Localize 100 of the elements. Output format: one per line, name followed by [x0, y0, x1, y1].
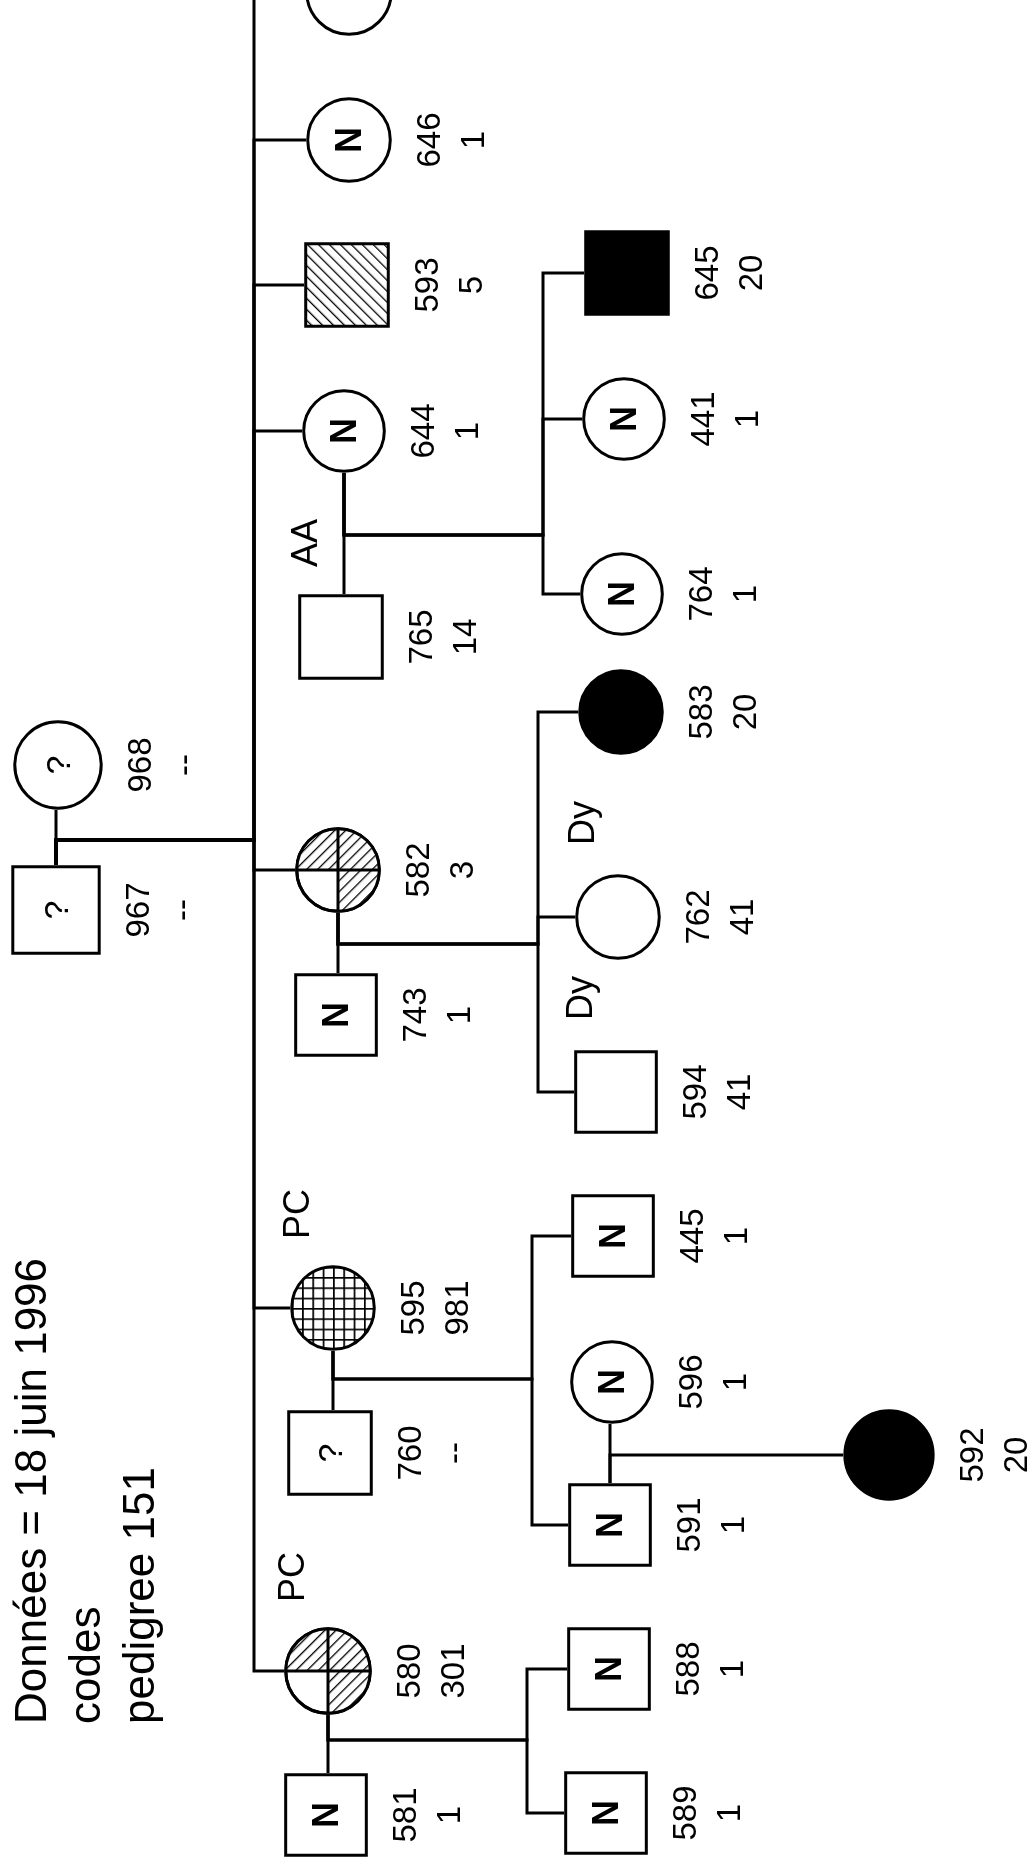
pedigree-line	[326, 1715, 564, 1815]
code-number: 1	[714, 1659, 748, 1679]
id-number: 645	[689, 245, 723, 301]
id-number: 593	[409, 257, 443, 313]
id-number: 591	[671, 1497, 705, 1553]
id-number: 583	[683, 684, 717, 740]
id-number: 644	[405, 403, 439, 459]
individual-square	[294, 973, 378, 1057]
individual-circle	[295, 827, 381, 913]
code-number: 1	[715, 1515, 749, 1535]
id-number: 596	[673, 1354, 707, 1410]
id-number: 580	[391, 1643, 425, 1699]
code-number: --	[164, 899, 198, 921]
status-letter: N	[604, 581, 640, 607]
status-letter: N	[594, 1369, 630, 1395]
status-letter: N	[591, 1656, 627, 1682]
code-number: 1	[455, 130, 489, 150]
code-number: --	[436, 1442, 470, 1464]
trait-label: Dy	[564, 801, 600, 845]
status-letter: N	[606, 406, 642, 432]
code-number: 1	[431, 1805, 465, 1825]
individual-circle	[290, 1265, 376, 1351]
individual-square	[11, 865, 101, 955]
code-number: 20	[998, 1436, 1032, 1474]
status-letter: ?	[313, 1443, 347, 1463]
id-number: 594	[677, 1064, 711, 1120]
individual-square	[304, 242, 390, 328]
status-letter: N	[308, 1802, 344, 1828]
id-number: 764	[683, 566, 717, 622]
status-letter: N	[318, 1002, 354, 1028]
trait-label: Dy	[562, 976, 598, 1020]
individual-circle	[302, 389, 386, 473]
individual-circle	[578, 669, 664, 755]
individual-circle	[284, 1627, 372, 1715]
status-letter: N	[326, 418, 362, 444]
id-number: 441	[685, 391, 719, 447]
id-number: 762	[680, 889, 714, 945]
pedigree-line	[54, 838, 284, 1673]
id-number: 967	[120, 882, 154, 938]
code-number: 1	[729, 409, 763, 429]
code-number: --	[166, 754, 200, 776]
status-letter: ?	[41, 755, 75, 775]
id-number: 968	[122, 737, 156, 793]
individual-circle	[582, 377, 666, 461]
individual-square	[287, 1410, 373, 1496]
individual-circle	[575, 874, 661, 960]
trait-label: AA	[287, 519, 323, 567]
id-number: 592	[954, 1427, 988, 1483]
id-number: 646	[411, 112, 445, 168]
id-number: 595	[395, 1280, 429, 1336]
code-number: 14	[447, 618, 481, 656]
code-number: 1	[441, 1005, 475, 1025]
id-number: 589	[667, 1785, 701, 1841]
note-text: Données = 18 juin 1996	[6, 1257, 56, 1724]
pedigree-line	[336, 710, 578, 946]
individual-circle	[13, 720, 103, 810]
individual-square	[564, 1771, 648, 1855]
code-number: 3	[444, 860, 478, 880]
code-number: 5	[453, 275, 487, 295]
individual-square	[571, 1194, 655, 1278]
code-number: 981	[439, 1280, 473, 1336]
individual-circle	[843, 1409, 935, 1501]
individual-square	[574, 1050, 658, 1134]
pedigree-line	[331, 1234, 571, 1381]
individual-circle	[306, 97, 392, 183]
individual-square	[567, 1627, 651, 1711]
code-number: 41	[724, 898, 758, 936]
pedigree-line	[342, 271, 584, 537]
individual-square	[284, 1773, 368, 1857]
code-number: 41	[721, 1073, 755, 1111]
code-number: 20	[733, 254, 767, 292]
pedigree-line	[608, 1453, 843, 1483]
code-number: 1	[449, 421, 483, 441]
id-number: 445	[674, 1208, 708, 1264]
id-number: 588	[670, 1641, 704, 1697]
trait-label: PC	[274, 1552, 310, 1602]
note-text: codes	[60, 1606, 110, 1724]
id-number: 582	[400, 842, 434, 898]
code-number: 1	[711, 1803, 745, 1823]
trait-label: PC	[279, 1189, 315, 1239]
status-letter: N	[595, 1223, 631, 1249]
code-number: 301	[435, 1643, 469, 1699]
status-letter: ?	[39, 900, 73, 920]
id-number: 760	[392, 1425, 426, 1481]
note-text: pedigree 151	[114, 1467, 164, 1724]
id-number: 581	[387, 1787, 421, 1843]
code-number: 1	[727, 584, 761, 604]
individual-square	[298, 594, 384, 680]
individual-circle	[580, 552, 664, 636]
code-number: 1	[717, 1372, 751, 1392]
status-letter: N	[331, 127, 367, 153]
status-letter: N	[592, 1512, 628, 1538]
id-number: 743	[397, 987, 431, 1043]
code-number: 1	[718, 1226, 752, 1246]
code-number: 20	[727, 693, 761, 731]
individual-square	[584, 230, 670, 316]
individual-circle	[570, 1340, 654, 1424]
individual-square	[568, 1483, 652, 1567]
id-number: 765	[403, 609, 437, 665]
status-letter: N	[588, 1800, 624, 1826]
